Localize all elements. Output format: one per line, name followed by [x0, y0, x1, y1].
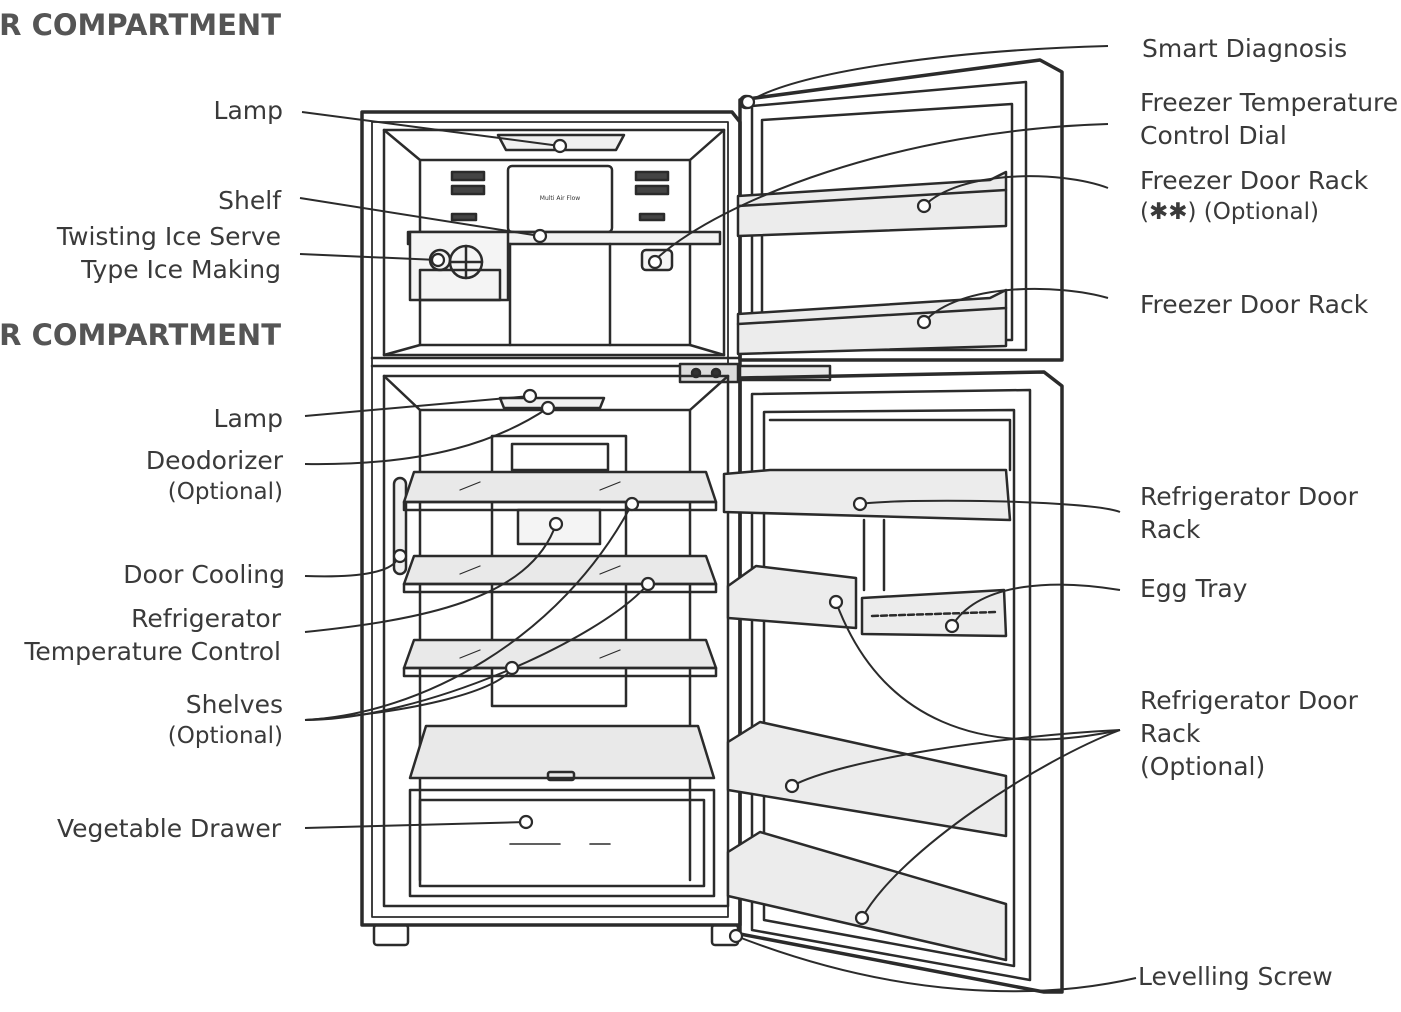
fridge-rack-optional-line2: Rack [1140, 719, 1201, 748]
shelves-line1: Shelves [185, 690, 283, 719]
egg-tray-label: Egg Tray [1140, 574, 1248, 603]
freezer-heading-line1: FREEZER [0, 8, 22, 42]
leader-lines [299, 45, 1137, 993]
shelves-line2: (Optional) [167, 723, 283, 749]
freezer-interior [382, 128, 726, 357]
fridge-rack-optional-label: Refrigerator Door Rack (Optional) [1140, 684, 1358, 783]
freezer-heading-line2: COMPARTMENT [31, 8, 281, 42]
freezer-rack-label: Freezer Door Rack [1140, 290, 1369, 319]
freezer-dial-line2: Control Dial [1140, 121, 1287, 150]
deodorizer-label: Deodorizer (Optional) [146, 444, 283, 508]
freezer-door [736, 58, 1064, 362]
fridge-door [722, 370, 1064, 994]
deodorizer-line2: (Optional) [167, 479, 283, 505]
fridge-interior [382, 374, 730, 908]
freezer-rack-optional-line1: Freezer Door Rack [1140, 166, 1369, 195]
freezer-rack-optional-label: Freezer Door Rack (✱✱) (Optional) [1140, 164, 1368, 228]
refrigerator-heading: REFRIGERATOR COMPARTMENT [0, 316, 281, 355]
refrigerator-heading-line1: REFRIGERATOR [0, 318, 22, 352]
refrigerator-heading-line2: COMPARTMENT [31, 318, 281, 352]
freezer-rack-optional-line2: (✱✱) (Optional) [1140, 199, 1319, 225]
ice-maker-line2: Type Ice Making [81, 255, 281, 284]
freezer-lamp-label: Lamp [213, 96, 283, 125]
fridge-rack-line1: Refrigerator Door [1140, 482, 1358, 511]
panel-text: Multi Air Flow [540, 195, 581, 202]
smart-diagnosis-label: Smart Diagnosis [1142, 34, 1348, 63]
fridge-rack-label: Refrigerator Door Rack [1140, 480, 1358, 546]
door-cooling-label: Door Cooling [123, 560, 285, 589]
fridge-rack-optional-line1: Refrigerator Door [1140, 686, 1358, 715]
freezer-heading: FREEZER COMPARTMENT [0, 6, 281, 45]
fridge-rack-optional-line3: (Optional) [1140, 752, 1266, 781]
temp-control-line1: Refrigerator [131, 604, 281, 633]
deodorizer-line1: Deodorizer [145, 446, 283, 475]
levelling-screw-label: Levelling Screw [1138, 962, 1333, 991]
vegetable-drawer-label: Vegetable Drawer [56, 814, 281, 843]
temp-control-label: Refrigerator Temperature Control [24, 602, 281, 668]
callout-dots [392, 94, 960, 944]
fridge-rack-line2: Rack [1140, 515, 1201, 544]
freezer-dial-label: Freezer Temperature Control Dial [1140, 86, 1398, 152]
shelf-label: Shelf [218, 186, 281, 215]
temp-control-line2: Temperature Control [24, 637, 281, 666]
ice-maker-label: Twisting Ice Serve Type Ice Making [57, 220, 281, 286]
freezer-dial-line1: Freezer Temperature [1140, 88, 1399, 117]
ice-maker-line1: Twisting Ice Serve [56, 222, 281, 251]
shelves-label: Shelves (Optional) [168, 688, 283, 752]
fridge-lamp-label: Lamp [213, 404, 283, 433]
